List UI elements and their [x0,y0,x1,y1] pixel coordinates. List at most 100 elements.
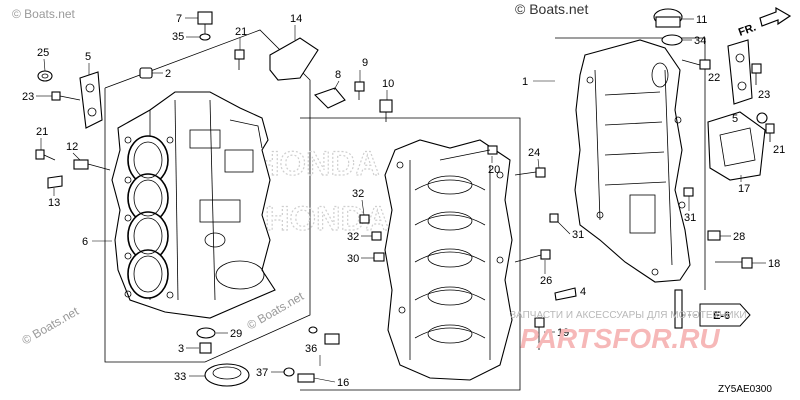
svg-text:4: 4 [580,286,586,298]
callout-32-b: 32 [347,231,372,243]
arrow-right-icon [759,6,792,27]
svg-text:2: 2 [165,68,171,80]
callout-31-center: 31 [557,221,584,241]
svg-text:3: 3 [178,343,184,355]
svg-text:12: 12 [66,141,78,153]
svg-text:6: 6 [82,236,88,248]
callout-11: 11 [682,14,707,26]
crankcase-cover [574,39,691,283]
dowel-32-b [371,231,382,241]
clip-13 [47,175,63,189]
shop-logo-watermark: PARTSFOR.RU [520,323,720,354]
svg-text:5: 5 [85,51,91,63]
cylinder-block [111,91,276,319]
boats-watermark-top-left: © Boats.net [12,7,76,21]
svg-text:10: 10 [382,78,394,90]
svg-text:1: 1 [522,76,528,88]
bracket-14 [269,37,319,81]
callout-24: 24 [528,147,540,169]
svg-text:E-6: E-6 [713,310,730,322]
honda-engraving-top: HONDA [255,145,380,183]
callout-30: 30 [347,253,374,265]
svg-text:32: 32 [352,188,364,200]
callout-22: 22 [708,72,720,84]
callout-8: 8 [333,69,341,91]
crankcase-lower-half [384,139,513,381]
callout-25: 25 [37,47,49,72]
svg-text:23: 23 [758,89,770,101]
callout-1: 1 [522,76,555,88]
arrow-right-icon [699,303,751,327]
svg-text:13: 13 [48,197,60,209]
svg-text:25: 25 [37,47,49,59]
bolt-20 [439,145,498,161]
bolt-21-right [765,123,775,142]
svg-text:14: 14 [290,13,302,25]
svg-text:8: 8 [335,69,341,81]
bolt-21-left [35,149,56,161]
bolt-21-top [234,49,245,70]
shop-caption-watermark: ЗАПЧАСТИ И АКСЕССУАРЫ ДЛЯ МОТОТЕХНИКИ [510,310,747,321]
front-indicator: FR. [737,6,792,39]
pin-30 [373,252,385,262]
washer-25-hole [41,73,49,79]
bolt-24 [514,167,546,178]
svg-text:5: 5 [732,113,738,125]
svg-text:34: 34 [694,35,706,47]
sensor-7 [197,11,213,34]
callout-4: 4 [580,286,586,298]
callout-23-left: 23 [22,91,52,103]
svg-text:35: 35 [172,31,184,43]
svg-text:30: 30 [347,253,359,265]
plug-31-right [683,187,694,197]
sensor-36 [308,326,340,345]
callout-29: 29 [216,328,242,340]
bolt-19 [534,317,545,350]
bolt-22 [681,59,711,70]
svg-text:24: 24 [528,147,540,159]
plug-28 [707,230,721,241]
callout-19: 19 [544,327,569,339]
callout-31-right: 31 [684,196,696,224]
washer-37 [283,367,295,377]
svg-text:11: 11 [696,14,707,26]
sensor-16 [297,373,336,383]
boats-watermark-top-center: © Boats.net [515,1,588,17]
svg-text:18: 18 [768,258,780,270]
boats-watermark-bottom-left: © Boats.net [20,304,82,348]
breather-cover-17 [707,111,766,181]
gasket-plate-right [727,39,753,105]
callout-5-left: 5 [85,51,91,75]
o-ring-34 [661,34,683,46]
oil-seal-33 [204,363,250,387]
callout-36: 36 [305,343,321,366]
gasket-plate-left [79,71,103,129]
callout-17: 17 [738,175,750,195]
callout-28: 28 [720,231,745,243]
callout-7: 7 [176,13,198,25]
clamp-8 [313,87,346,109]
svg-text:37: 37 [256,367,268,379]
callout-20: 20 [488,156,500,176]
svg-text:33: 33 [174,371,186,383]
plug-3 [199,342,212,354]
callout-33: 33 [174,371,205,383]
callout-16: 16 [337,377,349,389]
svg-text:16: 16 [337,377,349,389]
callout-21-left: 21 [36,126,48,150]
oil-cap-11 [653,8,683,28]
bolt-9 [354,81,365,100]
svg-text:28: 28 [733,231,745,243]
callout-12: 12 [66,141,81,161]
svg-text:21: 21 [773,144,785,156]
o-ring-35 [199,33,211,41]
callout-32-a: 32 [352,188,365,216]
callout-10: 10 [382,78,394,100]
callout-21-right: 21 [773,144,785,156]
callout-21-top: 21 [235,26,247,50]
callout-23-right: 23 [758,89,770,101]
left-block-frame [104,29,311,363]
right-crankcase-frame [555,37,706,290]
svg-text:9: 9 [362,57,368,69]
bolt-23-left [51,91,81,101]
